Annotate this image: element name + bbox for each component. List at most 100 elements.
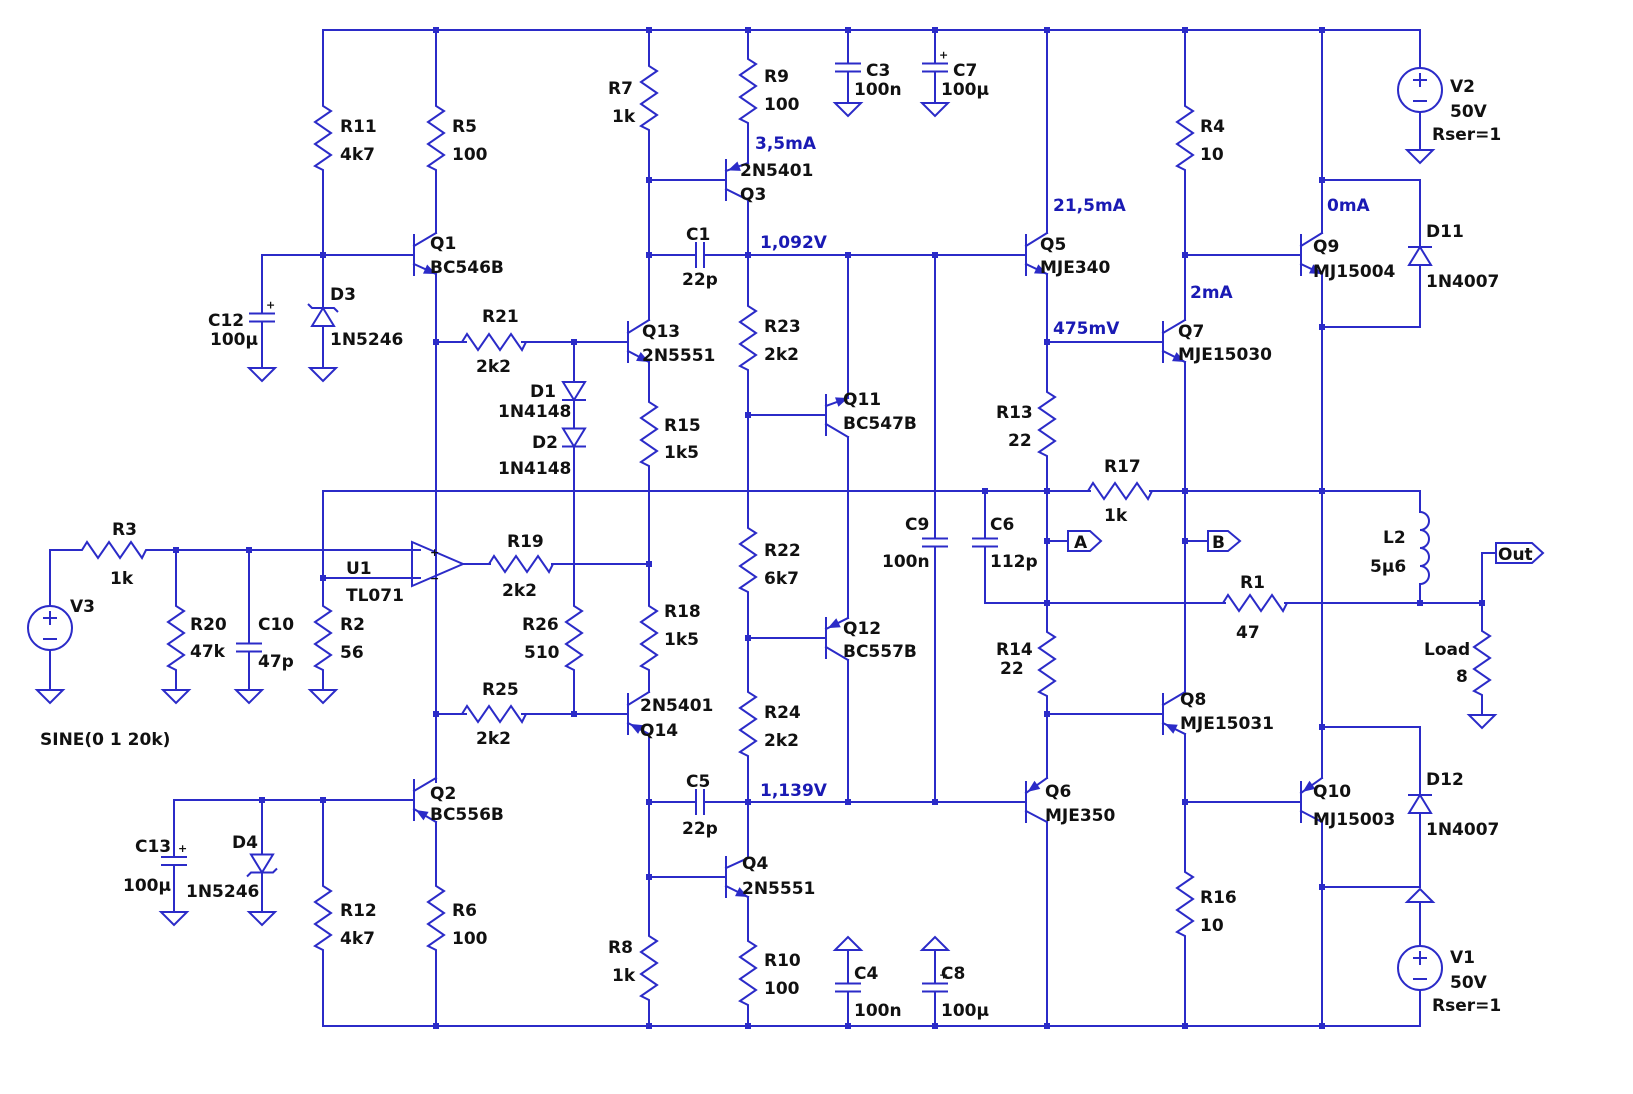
r17-value-label: 1k — [1104, 506, 1128, 526]
resistor-body — [639, 60, 659, 136]
q9-value-label: MJ15004 — [1313, 262, 1396, 282]
source-circle — [1397, 945, 1443, 991]
transistor-q6 — [1009, 759, 1049, 841]
net-label-out — [1495, 542, 1545, 564]
r7-ref-label: R7 — [608, 79, 633, 99]
resistor-body — [738, 686, 758, 762]
r14-ref-label: R14 — [996, 640, 1033, 660]
c12-ref-label: C12 — [208, 311, 244, 331]
supply-symbol-c8 — [919, 935, 951, 951]
resistor-body — [639, 396, 659, 472]
r2-ref-label: R2 — [340, 615, 365, 635]
resistor-r4 — [1175, 100, 1195, 176]
v2-value-label: 50V — [1450, 102, 1488, 122]
v1-value-label: 50V — [1450, 973, 1488, 993]
supply-symbol-v1 — [1404, 887, 1436, 903]
wire — [412, 776, 438, 793]
resistor-body — [313, 600, 333, 676]
r22-value-label: 6k7 — [764, 569, 799, 589]
net-label-a — [1067, 530, 1103, 552]
opamp-minus-pin: − — [430, 572, 439, 585]
ground-symbol — [160, 689, 192, 705]
q10-value-label: MJ15003 — [1313, 810, 1395, 830]
ground-symbol — [307, 689, 339, 705]
resistor-body — [1175, 866, 1195, 942]
resistor-r12 — [313, 880, 333, 956]
resistor-body — [166, 600, 186, 676]
c10-value-label: 47p — [258, 652, 294, 672]
q14-value-label: 2N5401 — [640, 696, 713, 716]
d4-ref-label: D4 — [232, 833, 258, 853]
source-circle — [1397, 67, 1443, 113]
c10-ref-label: C10 — [258, 615, 294, 635]
transistor-q8 — [1146, 673, 1187, 753]
c9-ref-label: C9 — [905, 515, 929, 535]
transistor-q7 — [1146, 301, 1187, 381]
transistor-q11 — [809, 379, 850, 456]
wire — [824, 645, 850, 662]
c13-ref-label: C13 — [135, 837, 171, 857]
d2-ref-label: D2 — [532, 433, 558, 453]
diode-d11 — [1407, 221, 1433, 291]
transistor-q4 — [709, 839, 750, 916]
c13-value-label: 100µ — [123, 876, 171, 896]
r13-value-label: 22 — [1008, 431, 1032, 451]
r4-ref-label: R4 — [1200, 117, 1225, 137]
wire — [984, 564, 1048, 604]
resistor-r3 — [80, 540, 148, 560]
emitter-arrow — [415, 810, 429, 821]
capacitor-c8: + — [922, 964, 948, 1011]
resistor-body — [426, 100, 446, 176]
r16-ref-label: R16 — [1200, 888, 1237, 908]
r26-value-label: 510 — [524, 643, 560, 663]
d4-value-label: 1N5246 — [186, 882, 259, 902]
op-bottom-bias-voltage: 1,139V — [760, 781, 828, 801]
resistor-r10 — [738, 935, 758, 1011]
q1-value-label: BC546B — [430, 258, 504, 278]
resistor-r26 — [564, 600, 584, 676]
emitter-arrow — [629, 723, 643, 734]
ground-symbol — [1466, 714, 1498, 730]
q9-ref-label: Q9 — [1313, 237, 1339, 257]
q12-value-label: BC557B — [843, 642, 917, 662]
net-label-b-text: B — [1212, 533, 1225, 553]
junction-dot — [571, 711, 577, 717]
q8-ref-label: Q8 — [1180, 690, 1206, 710]
inductor-coil — [1419, 511, 1430, 585]
resistor-body — [1037, 626, 1057, 702]
emitter-arrow — [1027, 780, 1041, 792]
resistor-body — [1037, 386, 1057, 462]
resistor-body — [313, 880, 333, 956]
emitter-arrow — [1034, 264, 1047, 274]
emitter-arrow — [727, 161, 741, 171]
r9-ref-label: R9 — [764, 67, 789, 87]
q6-ref-label: Q6 — [1045, 782, 1071, 802]
opamp-plus-pin: + — [430, 546, 439, 559]
diode-triangle — [561, 427, 587, 449]
q14-ref-label: Q14 — [640, 721, 678, 741]
r23-value-label: 2k2 — [764, 345, 799, 365]
r8-ref-label: R8 — [608, 938, 633, 958]
q12-ref-label: Q12 — [843, 619, 881, 639]
ground-symbol — [233, 689, 265, 705]
inductor-l2 — [1419, 511, 1430, 585]
d3-ref-label: D3 — [330, 285, 356, 305]
capacitor-c1 — [689, 242, 711, 268]
resistor-body — [426, 880, 446, 956]
c5-value-label: 22p — [682, 819, 718, 839]
wire — [1321, 289, 1421, 328]
ground-symbol — [832, 102, 864, 118]
emitter-arrow — [1302, 780, 1316, 792]
q7-ref-label: Q7 — [1178, 322, 1204, 342]
r15-ref-label: R15 — [664, 416, 701, 436]
resistor-r11 — [313, 100, 333, 176]
wire — [1024, 231, 1049, 248]
ground-symbol — [34, 689, 66, 705]
capacitor-c10 — [236, 624, 262, 671]
resistor-body — [738, 522, 758, 598]
q3-ref-label: Q3 — [740, 185, 766, 205]
r11-ref-label: R11 — [340, 117, 377, 137]
r19-value-label: 2k2 — [502, 581, 537, 601]
c7-value-label: 100µ — [941, 80, 989, 100]
